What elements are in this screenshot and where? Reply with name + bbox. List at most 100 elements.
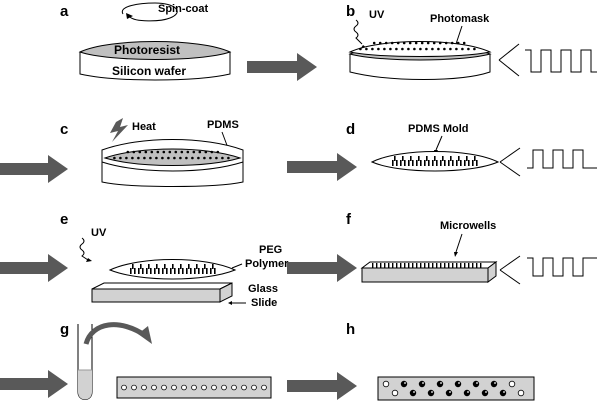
empty-well [241,384,247,391]
uv-arrowhead-e [86,258,92,262]
zoom-line-bottom-f [499,269,521,285]
slide-wells-g [121,384,267,391]
empty-well [231,384,237,391]
mold-pillar [408,160,410,166]
mold-pillar [186,268,188,274]
mold-pillar [424,160,426,166]
pillar-dot [198,150,202,154]
microwell [428,263,430,268]
mold-pillar [146,268,148,274]
mold-pillar [472,160,474,166]
microwell [420,263,422,268]
panel-b: b UV Photomask [346,3,597,80]
cell-filled-well [499,389,507,397]
mask-dot [467,47,470,51]
cell-highlight [431,391,433,393]
mold-pointer [435,135,443,151]
mold-pillar [468,160,470,166]
mold-pillar [460,160,462,166]
empty-well [251,384,257,391]
mold-pillar [138,268,140,274]
mold-pillar [132,264,134,269]
peg-label-1: PEG [259,244,282,256]
mold-pillar [150,268,152,274]
empty-well [211,384,217,391]
mold-pillar [432,160,434,166]
profile-d [527,149,597,169]
pillar-dot [125,156,128,160]
empty-well [201,384,207,391]
panel-h: h [346,321,535,401]
pillar-dot [210,150,214,154]
pillar-dot [179,156,182,160]
glass-slide-top [91,282,233,290]
slide-h [377,376,535,401]
mask-dot [420,41,424,45]
pillar-dot [167,156,170,160]
pillar-dot [191,156,194,160]
mold-pillar [148,264,150,269]
microwell [472,263,474,268]
mask-dot [365,47,368,51]
microwell [412,263,414,268]
empty-well [161,384,167,391]
cell-filled-well [427,389,435,397]
panel-d-letter: d [346,121,355,138]
panel-f-letter: f [346,211,352,228]
silicon-wafer [79,51,231,81]
mold-pillar [412,160,414,166]
pillar-dot [119,156,122,160]
mask-dot [390,41,394,45]
photoresist-layer [78,41,232,60]
cell-filled-well [436,380,444,388]
microwell [400,263,402,268]
mold-pillar [418,156,420,161]
mold-pillar [190,268,192,274]
mold-pillar [464,160,466,166]
mold-pillar [156,264,158,269]
pillar-dot [126,150,130,154]
mask-dot [431,47,434,51]
profile-b [525,49,597,73]
cell-highlight [467,391,469,393]
glass-slide-front [91,288,221,303]
peg-label-2: Polymer [245,258,289,270]
cell-highlight [440,382,442,384]
empty-well [391,389,399,397]
spin-arrowhead [126,13,133,19]
cell-highlight [503,391,505,393]
photoresist-label: Photoresist [114,43,180,57]
mold-pillar [458,156,460,161]
cell-filled-well [454,380,462,388]
panel-a-letter: a [60,3,69,20]
mold-pillar [134,268,136,274]
mold-pillar [436,160,438,166]
mold-pillar [140,264,142,269]
mold-pillar [204,264,206,269]
microwell [436,263,438,268]
arrow-a-b [247,53,317,81]
cell-filled-well [463,389,471,397]
uv-wave-e [79,237,89,261]
glass-label-2: Slide [251,297,277,309]
microwell [464,263,466,268]
mold-pillar [394,156,396,161]
empty-well [181,384,187,391]
uv-label-e: UV [91,227,107,239]
mold-pillar [466,156,468,161]
pour-arrow [83,322,148,345]
mask-dot [371,47,374,51]
mold-pillars-e [130,264,216,274]
mold-pillar [182,268,184,274]
panel-e: e UV PEG Polymer Glass Slide [60,211,289,309]
photomask-label: Photomask [430,13,490,25]
pillar-dot [185,156,188,160]
cell-filled-well [490,380,498,388]
microwell [424,263,426,268]
mask-dot [408,41,412,45]
mold-pillar [474,156,476,161]
microwell [480,263,482,268]
microwell [416,263,418,268]
spin-arrow [121,2,178,22]
silicon-wafer-label: Silicon wafer [112,64,186,78]
